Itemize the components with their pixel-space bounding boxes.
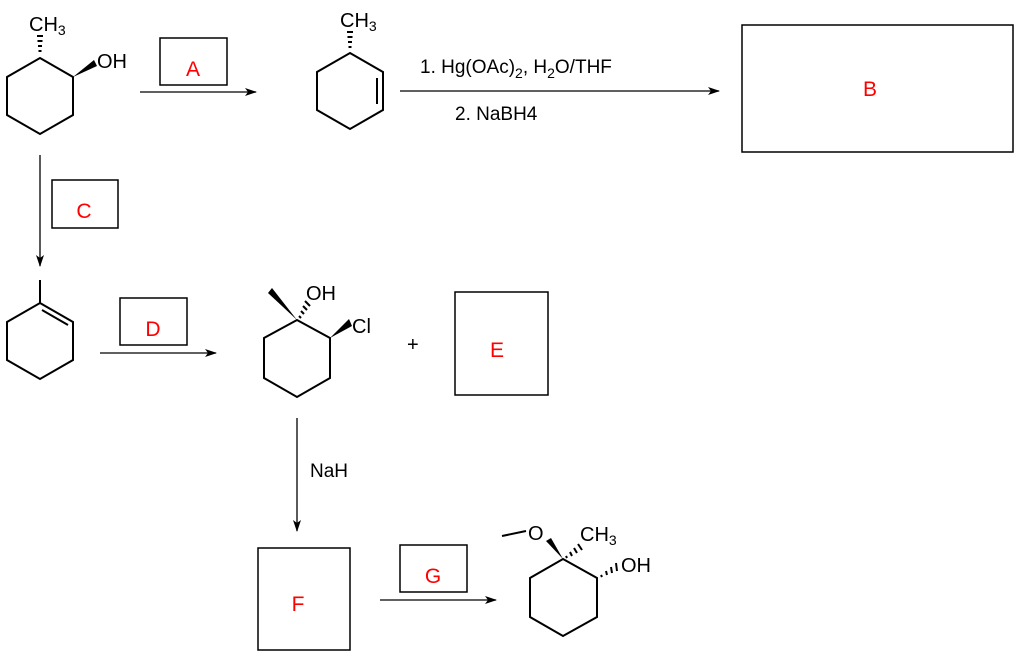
hashed-bond [37, 35, 43, 52]
hashed-bond [600, 562, 618, 578]
hashed-bond [298, 300, 311, 319]
box-e[interactable] [454, 291, 549, 396]
oxygen-label: O [528, 523, 544, 545]
methylcyclohexene: CH3 [316, 10, 384, 131]
hashed-bond [565, 543, 583, 559]
wedge-bond [268, 288, 297, 320]
unknown-f: F [292, 593, 305, 616]
box-b[interactable] [741, 24, 1014, 153]
unknown-d: D [145, 318, 160, 341]
reagent-step-2: 2. NaBH4 [455, 104, 538, 125]
reagent-nah: NaH [310, 461, 348, 482]
unknown-b: B [863, 78, 877, 101]
final-product: O CH3 OH [501, 523, 651, 638]
hydroxyl-label: OH [621, 555, 651, 577]
box-c[interactable] [51, 179, 119, 229]
unknown-g: G [425, 565, 441, 588]
hashed-bond [347, 31, 353, 48]
unknown-c: C [76, 200, 91, 223]
reagent-step-1: 1. Hg(OAc)2, H2O/THF [420, 57, 612, 81]
box-f[interactable] [257, 547, 351, 651]
wedge-bond [73, 60, 97, 77]
wedge-bond [546, 538, 563, 559]
box-d[interactable] [119, 297, 188, 346]
methyl-label: CH3 [580, 524, 617, 548]
1-methylcyclohexene [6, 280, 74, 381]
hydroxyl-label: OH [97, 51, 127, 73]
unknown-e: E [490, 339, 504, 362]
methyl-label: CH3 [340, 10, 377, 34]
box-a[interactable] [159, 37, 228, 86]
starting-alcohol: CH3 OH [6, 14, 127, 136]
wedge-bond [330, 319, 352, 338]
plus-sign: + [407, 334, 419, 356]
chlorohydrin: OH Cl [263, 283, 371, 399]
methyl-label: CH3 [29, 14, 66, 38]
unknown-a: A [186, 58, 200, 81]
chloro-label: Cl [352, 316, 371, 338]
box-g[interactable] [399, 544, 468, 593]
hydroxyl-label: OH [306, 283, 336, 305]
